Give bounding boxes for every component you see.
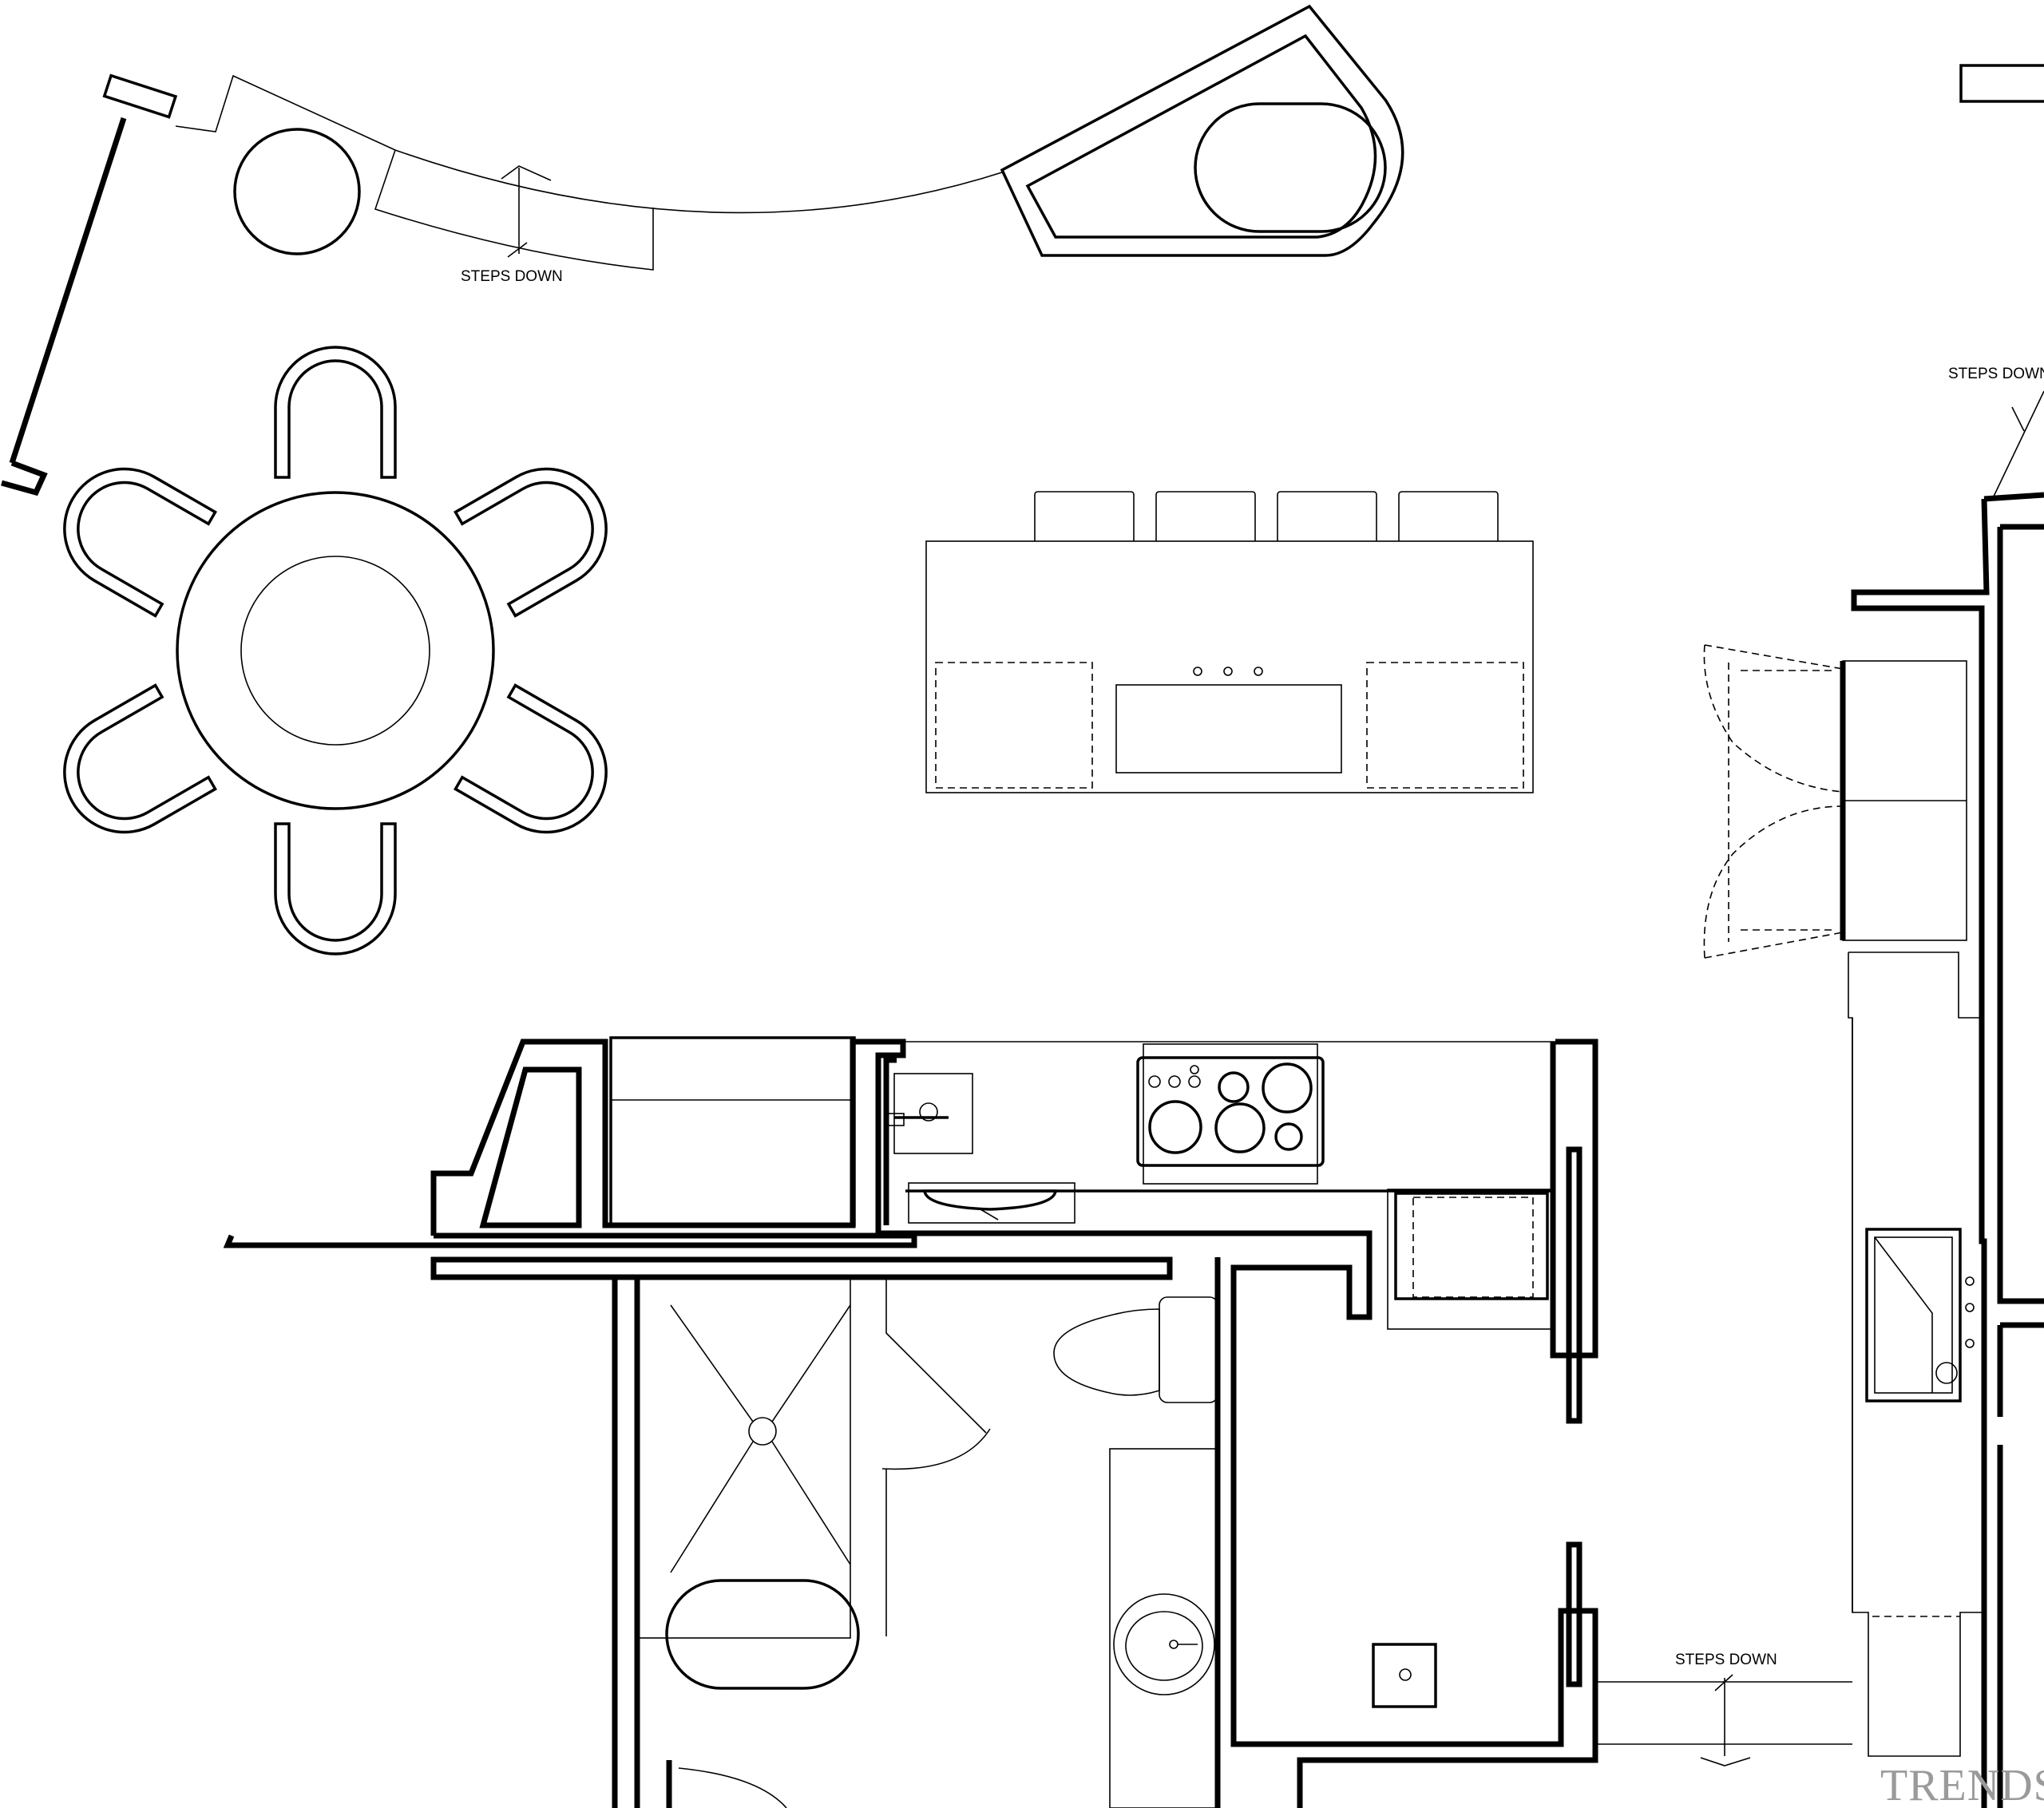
- east-wall: STEPS DOWN: [1851, 366, 2044, 1808]
- bathroom-door: [881, 1277, 991, 1636]
- control-knob: [1190, 1065, 1199, 1074]
- island-cabinet: [935, 662, 1093, 789]
- bar-stool: [1398, 491, 1499, 541]
- steps-down-top: STEPS DOWN: [374, 149, 654, 285]
- steps-down-label-top: STEPS DOWN: [461, 268, 563, 285]
- bar-sink: [908, 1182, 1075, 1224]
- dining-chair: [63, 683, 217, 834]
- watermark-logo: TRENDS: [1880, 1761, 2044, 1808]
- island-cabinet: [1366, 662, 1524, 789]
- bathroom-door-lower: [666, 1760, 787, 1808]
- bar-stool: [1155, 491, 1256, 541]
- faucet-handle: [1193, 667, 1202, 676]
- steps-down-bottom: STEPS DOWN: [1595, 1652, 1852, 1766]
- oven-unit: [1387, 1189, 1552, 1330]
- bar-stool: [1277, 491, 1377, 541]
- control-knob: [1965, 1303, 1975, 1312]
- control-knob: [1168, 1075, 1181, 1088]
- faucet-spout: [1223, 667, 1233, 676]
- dining-chair: [454, 683, 608, 834]
- lavatory-sink: [1113, 1593, 1215, 1695]
- burner: [1214, 1102, 1266, 1153]
- wall-stub-top-right: [1959, 64, 2044, 103]
- control-knob: [1148, 1075, 1161, 1088]
- dining-chair: [274, 822, 397, 955]
- dining-table: [176, 491, 495, 810]
- shower-drain: [748, 1417, 777, 1446]
- toilet: [1053, 1296, 1218, 1403]
- control-knob: [1188, 1075, 1201, 1088]
- spa-pool: [1000, 4, 1404, 257]
- terrace-edge: [1, 73, 1005, 497]
- burner: [1262, 1062, 1313, 1114]
- prep-sink: [885, 1073, 973, 1154]
- bar-stool: [1034, 491, 1135, 541]
- lazy-susan: [240, 556, 430, 746]
- island-sink: [1115, 684, 1342, 773]
- wine-fridge: [1865, 1228, 1962, 1402]
- lounge-chairs: [1703, 644, 1967, 959]
- dining-chair: [274, 346, 397, 479]
- steps-down-label-right: STEPS DOWN: [1948, 366, 2044, 382]
- control-knob: [1965, 1339, 1975, 1348]
- island-counter: [925, 540, 1534, 793]
- burner: [1274, 1122, 1303, 1151]
- dining-chair: [454, 467, 608, 618]
- cooktop: [1136, 1043, 1325, 1185]
- dining-chair: [63, 467, 217, 618]
- shower: [638, 1278, 851, 1639]
- steps-down-label-bottom: STEPS DOWN: [1675, 1652, 1777, 1668]
- utility-sink: [1372, 1643, 1437, 1708]
- dining-set: [63, 346, 608, 955]
- planter-round: [233, 128, 361, 255]
- vanity: [1109, 1448, 1218, 1808]
- east-counter: [1848, 951, 1984, 1757]
- kitchen-island: [925, 491, 1534, 793]
- faucet-handle: [1254, 667, 1263, 676]
- control-knob: [1965, 1276, 1975, 1286]
- kitchen-walls: [223, 1039, 1598, 1808]
- fridge-cabinet: [609, 1036, 856, 1227]
- burner: [1218, 1071, 1250, 1103]
- bathtub: [665, 1579, 860, 1690]
- burner: [1148, 1100, 1202, 1154]
